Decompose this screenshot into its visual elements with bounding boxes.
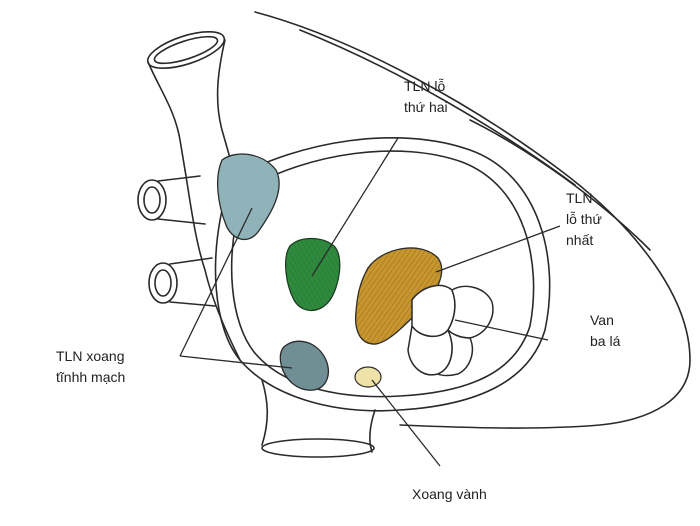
inferior-vena-cava <box>261 379 269 446</box>
label-line: lỗ thứ <box>566 211 602 227</box>
label-line: thứ hai <box>404 99 448 115</box>
label-line: Xoang vành <box>412 486 487 502</box>
atrium-rim-outer <box>214 137 551 412</box>
leader-lines <box>179 137 561 467</box>
superior-vena-cava <box>147 61 186 171</box>
pulmonary-vein-lower <box>148 262 178 304</box>
atrium-rim-inner <box>230 150 535 398</box>
sinus-venosus-defect-lower <box>279 340 329 391</box>
label-sinus-venosus-asd: TLN xoang tĩnhh mạch <box>56 346 125 388</box>
label-coronary-sinus: Xoang vành <box>412 484 487 505</box>
label-line: TLN <box>566 190 593 206</box>
sinus-venosus-defect-upper <box>217 153 280 241</box>
svc-opening <box>146 31 226 69</box>
label-secundum-asd: TLN lỗ thứ hai <box>404 76 448 118</box>
outer-heart-outline <box>254 11 691 429</box>
label-line: Van <box>590 312 614 328</box>
tricuspid-valve <box>407 284 494 377</box>
ivc-opening <box>261 438 375 458</box>
ventricle-line <box>469 119 651 251</box>
label-tricuspid-valve: Van ba lá <box>590 310 620 352</box>
pulmonary-vein-upper <box>137 179 167 221</box>
label-line: TLN xoang <box>56 348 125 364</box>
label-line: tĩnhh mạch <box>56 369 126 385</box>
coronary-sinus-opening <box>354 366 382 388</box>
label-line: ba lá <box>590 333 621 349</box>
label-line: nhất <box>566 232 594 248</box>
label-primum-asd: TLN lỗ thứ nhất <box>566 188 602 251</box>
label-line: TLN lỗ <box>404 78 446 94</box>
